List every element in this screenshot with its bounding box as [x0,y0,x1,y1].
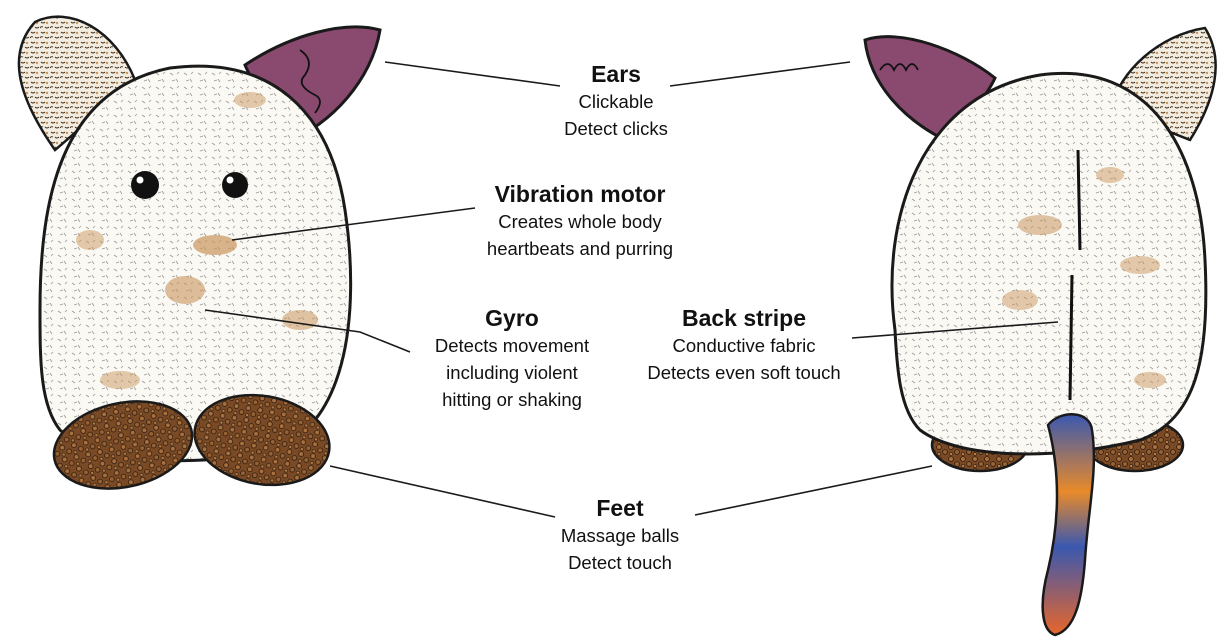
back-stripe-title: Back stripe [626,304,862,332]
feet-line-1: Massage balls [520,522,720,549]
vibration-title: Vibration motor [440,180,720,208]
feet-line-right [695,466,932,515]
back-stripe-line-1: Conductive fabric [626,332,862,359]
feet-title: Feet [520,494,720,522]
feet-line-2: Detect touch [520,549,720,576]
back-stripe-label: Back stripe Conductive fabric Detects ev… [626,304,862,386]
right-eye [222,172,248,198]
gyro-label: Gyro Detects movement including violent … [406,304,618,413]
ears-line-1: Clickable [500,88,732,115]
back-view [865,28,1216,635]
gyro-title: Gyro [406,304,618,332]
gyro-line-2: including violent [406,359,618,386]
vibration-motor-label: Vibration motor Creates whole body heart… [440,180,720,262]
gyro-line-1: Detects movement [406,332,618,359]
front-view [19,17,380,501]
left-eye [131,171,159,199]
feet-label: Feet Massage balls Detect touch [520,494,720,576]
ears-title: Ears [500,60,732,88]
ears-line-2: Detect clicks [500,115,732,142]
ears-label: Ears Clickable Detect clicks [500,60,732,142]
vibration-line-2: heartbeats and purring [440,235,720,262]
gyro-line-3: hitting or shaking [406,386,618,413]
back-stripe-line-2: Detects even soft touch [626,359,862,386]
vibration-line-1: Creates whole body [440,208,720,235]
